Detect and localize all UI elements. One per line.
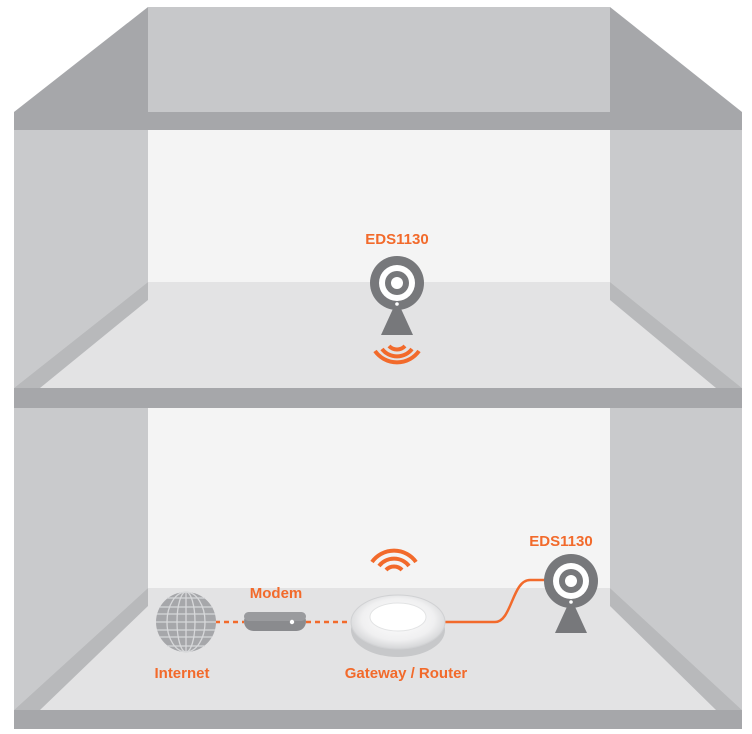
roof-right (610, 7, 742, 112)
base-beam (14, 710, 742, 729)
roof-beam (14, 112, 742, 130)
globe-icon (156, 592, 216, 652)
roof-ceiling (148, 7, 610, 112)
modem-icon (244, 612, 306, 631)
upper-camera-label: EDS1130 (365, 231, 428, 248)
lower-camera-label: EDS1130 (529, 533, 592, 550)
gateway-label: Gateway / Router (345, 665, 468, 682)
internet-node: Internet (154, 592, 216, 682)
internet-label: Internet (154, 665, 209, 682)
modem-label: Modem (250, 585, 303, 602)
lower-back-wall (148, 408, 610, 588)
router-icon (351, 595, 445, 657)
upper-back-wall (148, 130, 610, 282)
middle-beam (14, 388, 742, 408)
roof-left (14, 7, 148, 112)
